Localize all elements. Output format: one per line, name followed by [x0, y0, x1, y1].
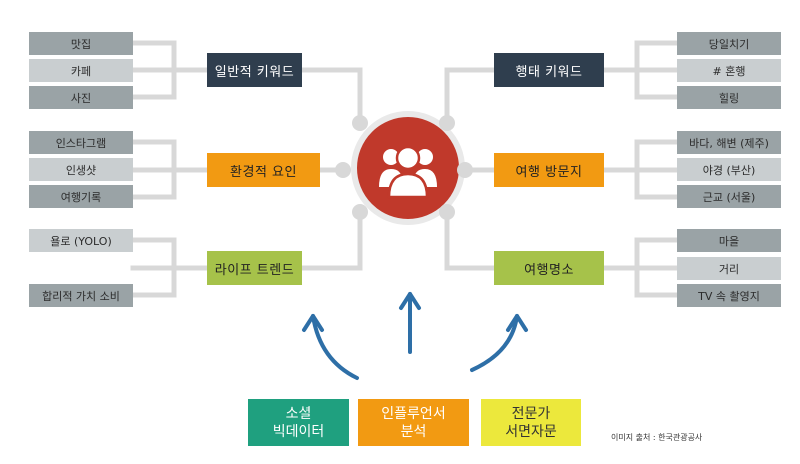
hub-node-top-right	[439, 115, 455, 131]
left-leaf-2-1: 인스타그램	[29, 131, 133, 154]
left-leaf-1-1: 맛집	[29, 32, 133, 55]
right-leaf-2-1: 바다, 해변 (제주)	[677, 131, 781, 154]
hub-node-left	[335, 162, 351, 178]
category-life-trend: 라이프 트렌드	[207, 251, 302, 285]
left-arrow	[311, 314, 359, 380]
source-line1: 소셜	[285, 405, 312, 422]
source-line1: 인플루언서	[381, 405, 446, 422]
category-travel-destinations: 여행 방문지	[494, 153, 604, 187]
hub-node-top-left	[352, 115, 368, 131]
left-leaf-3-1: 욜로 (YOLO)	[29, 229, 133, 252]
right-leaf-2-2: 야경 (부산)	[677, 158, 781, 181]
category-general-keywords: 일반적 키워드	[207, 53, 302, 87]
right-leaf-3-1: 마을	[677, 229, 781, 252]
right-leaf-1-2: # 혼행	[677, 59, 781, 82]
right-arrow	[470, 314, 519, 372]
source-influencer-analysis: 인플루언서 분석	[358, 399, 469, 446]
image-credit: 이미지 출처 : 한국관광공사	[611, 433, 703, 442]
category-travel-attractions: 여행명소	[494, 251, 604, 285]
hub-node-bottom-right	[439, 204, 455, 220]
hub-node-right	[457, 162, 473, 178]
source-social-big-data: 소셜 빅데이터	[248, 399, 349, 446]
category-behavior-keywords: 행태 키워드	[494, 53, 604, 87]
left-leaf-1-3: 사진	[29, 86, 133, 109]
source-line2: 분석	[400, 423, 427, 440]
left-leaf-1-2: 카페	[29, 59, 133, 82]
right-leaf-1-1: 당일치기	[677, 32, 781, 55]
left-leaf-2-3: 여행기록	[29, 185, 133, 208]
left-leaf-3-2: 합리적 가치 소비	[29, 284, 133, 307]
source-line2: 빅데이터	[272, 423, 325, 440]
right-leaf-2-3: 근교 (서울)	[677, 185, 781, 208]
people-group-icon	[379, 145, 437, 199]
source-expert-consultation: 전문가 서면자문	[481, 399, 581, 446]
right-leaf-3-3: TV 속 촬영지	[677, 284, 781, 307]
right-leaf-1-3: 힐링	[677, 86, 781, 109]
category-environmental-factors: 환경적 요인	[207, 153, 320, 187]
source-line2: 서면자문	[505, 423, 557, 440]
left-leaf-2-2: 인생샷	[29, 158, 133, 181]
source-line1: 전문가	[511, 405, 551, 422]
right-leaf-3-2: 거리	[677, 257, 781, 280]
hub-node-bottom-left	[352, 204, 368, 220]
